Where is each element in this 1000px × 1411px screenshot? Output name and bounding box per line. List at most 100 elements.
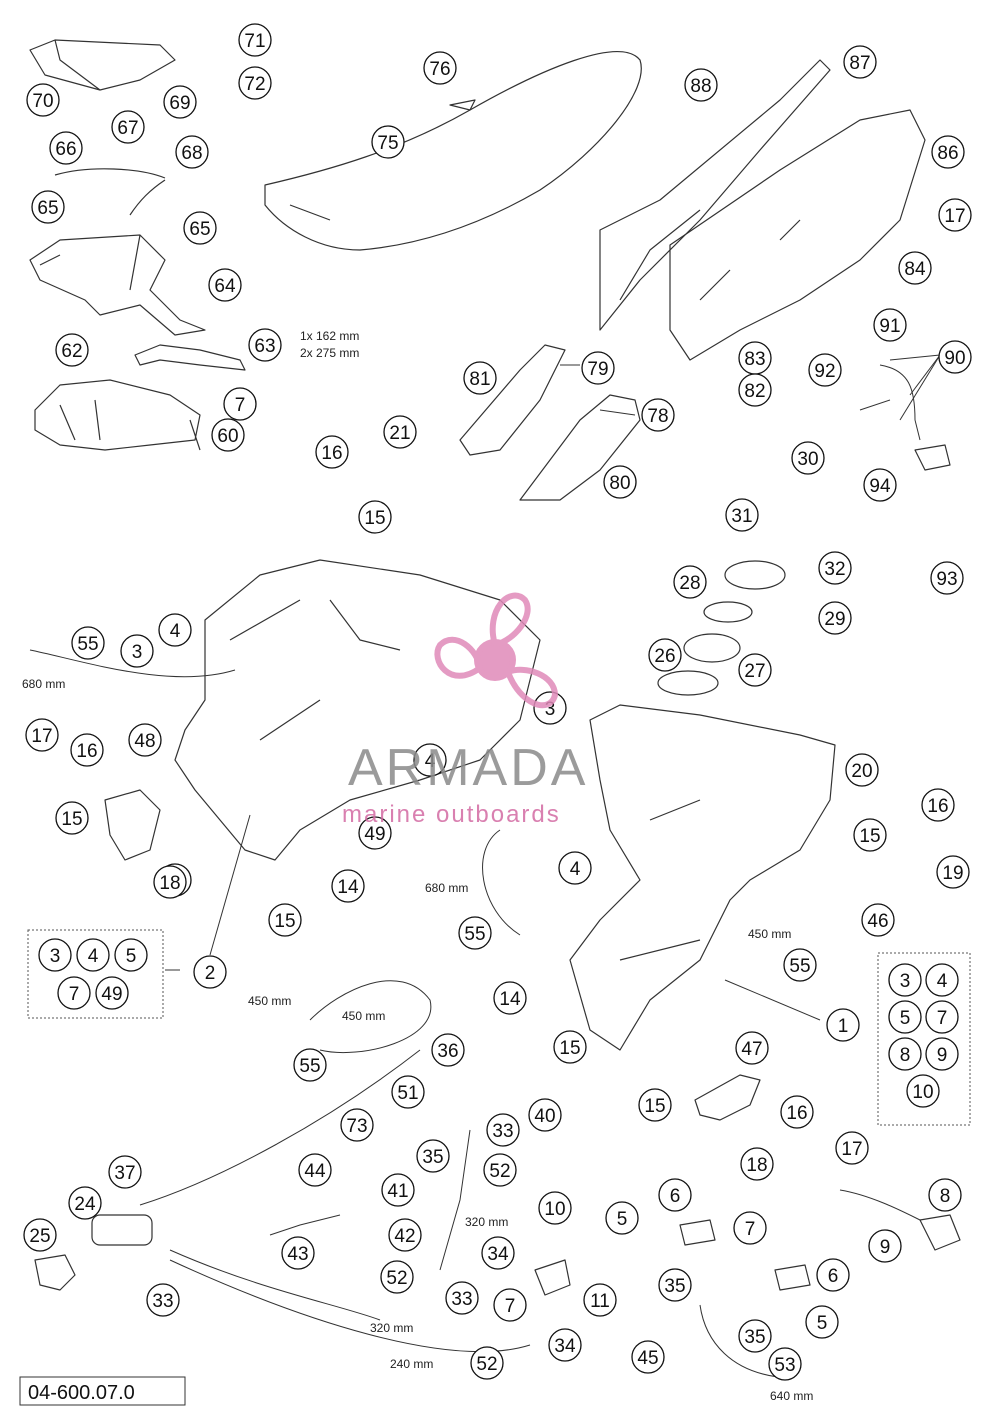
hose-52-vertical <box>439 1129 471 1271</box>
callout-label: 5 <box>817 1313 828 1334</box>
callout-37: 37 <box>108 1155 142 1189</box>
callout-17: 17 <box>938 198 972 232</box>
callout-label: 15 <box>364 508 385 529</box>
diagram-code-box: 04-600.07.0 <box>19 1376 186 1406</box>
callout-75: 75 <box>371 125 405 159</box>
callout-label: 67 <box>117 118 138 139</box>
callout-21: 21 <box>383 415 417 449</box>
callout-label: 8 <box>940 1186 951 1207</box>
hose-length-240: 240 mm <box>390 1357 433 1371</box>
hose-320 <box>169 1249 381 1321</box>
callout-label: 29 <box>824 609 845 630</box>
callout-label: 26 <box>654 646 675 667</box>
callout-label: 40 <box>534 1106 555 1127</box>
callout-label: 7 <box>235 395 246 416</box>
callout-14: 14 <box>493 981 527 1015</box>
callout-19: 19 <box>936 855 970 889</box>
callout-16: 16 <box>921 788 955 822</box>
hose-length-320-a: 320 mm <box>465 1215 508 1229</box>
kit-2-item-5: 5 <box>114 938 148 972</box>
callout-label: 35 <box>422 1147 443 1168</box>
hose-55-left <box>29 649 236 678</box>
part-43-connector <box>269 1214 341 1236</box>
callout-label: 3 <box>132 642 143 663</box>
callout-label: 68 <box>181 143 202 164</box>
callout-label: 9 <box>880 1237 891 1258</box>
hose-55-lower <box>309 980 432 1054</box>
callout-label: 15 <box>61 809 82 830</box>
hose-55-center <box>482 829 521 936</box>
callout-label: 16 <box>76 741 97 762</box>
part-drawings <box>29 39 961 1379</box>
callout-label: 35 <box>744 1327 765 1348</box>
callout-label: 42 <box>394 1226 415 1247</box>
callout-label: 18 <box>746 1155 767 1176</box>
kit-1-item-7: 7 <box>925 1000 959 1034</box>
callout-78: 78 <box>641 398 675 432</box>
callout-6: 6 <box>658 1178 692 1212</box>
callout-label: 34 <box>487 1244 509 1265</box>
callout-63: 63 <box>248 328 282 362</box>
callout-87: 87 <box>843 45 877 79</box>
callout-33: 33 <box>445 1281 479 1315</box>
callout-label: 21 <box>389 423 410 444</box>
callout-35: 35 <box>416 1139 450 1173</box>
callout-15: 15 <box>55 801 89 835</box>
leader-lines <box>165 354 941 1021</box>
callout-label: 70 <box>32 91 53 112</box>
callout-7: 7 <box>223 387 257 421</box>
callout-4: 4 <box>413 743 447 777</box>
callout-label: 62 <box>61 341 82 362</box>
propeller-logo-icon <box>434 592 559 709</box>
callout-label: 4 <box>570 859 581 880</box>
callout-94: 94 <box>863 468 897 502</box>
callout-label: 93 <box>936 569 957 590</box>
callout-90: 90 <box>938 340 972 374</box>
callout-label: 33 <box>451 1289 472 1310</box>
callout-24: 24 <box>68 1186 102 1220</box>
callout-label: 51 <box>397 1083 418 1104</box>
callout-80: 80 <box>603 465 637 499</box>
callout-3: 3 <box>120 634 154 668</box>
callout-17: 17 <box>835 1131 869 1165</box>
hose-length-450-a: 450 mm <box>748 927 791 941</box>
hose-length-680-center: 680 mm <box>425 881 468 895</box>
callout-label: 83 <box>744 349 765 370</box>
callout-label: 65 <box>37 198 58 219</box>
hose-length-450-c: 450 mm <box>342 1009 385 1023</box>
callout-label: 87 <box>849 53 870 74</box>
callout-label: 90 <box>944 348 965 369</box>
callout-26: 26 <box>648 638 682 672</box>
callout-52: 52 <box>380 1260 414 1294</box>
callout-label: 7 <box>745 1219 756 1240</box>
callout-72: 72 <box>238 66 272 100</box>
part-28-seal-ring <box>703 601 753 623</box>
part-64-fairing <box>29 234 206 336</box>
callout-label: 11 <box>590 1291 610 1312</box>
callout-label: 64 <box>214 276 236 297</box>
kit-1-item-10: 10 <box>906 1074 940 1108</box>
callout-79: 79 <box>581 351 615 385</box>
callout-label: 17 <box>31 726 52 747</box>
callout-label: 60 <box>217 426 238 447</box>
callout-14: 14 <box>331 869 365 903</box>
callout-93: 93 <box>930 561 964 595</box>
callout-label: 16 <box>786 1103 807 1124</box>
callout-41: 41 <box>381 1173 415 1207</box>
callout-label: 36 <box>437 1041 458 1062</box>
callout-label: 15 <box>559 1038 580 1059</box>
callout-label: 71 <box>244 31 265 52</box>
kit-1-item-3: 3 <box>888 963 922 997</box>
callout-83: 83 <box>738 341 772 375</box>
part-80-sticker <box>519 394 641 501</box>
callout-label: 52 <box>476 1354 497 1375</box>
part-29-cap <box>724 560 786 590</box>
callout-label: 6 <box>828 1266 839 1287</box>
callout-label: 81 <box>469 369 490 390</box>
watermark-brand: ARMADA <box>348 739 588 797</box>
callout-55: 55 <box>293 1048 327 1082</box>
callout-label: 17 <box>841 1139 862 1160</box>
trim-length-1: 1x 162 mm <box>300 329 359 343</box>
part-81-sticker <box>459 344 566 456</box>
callout-label: 80 <box>609 473 630 494</box>
